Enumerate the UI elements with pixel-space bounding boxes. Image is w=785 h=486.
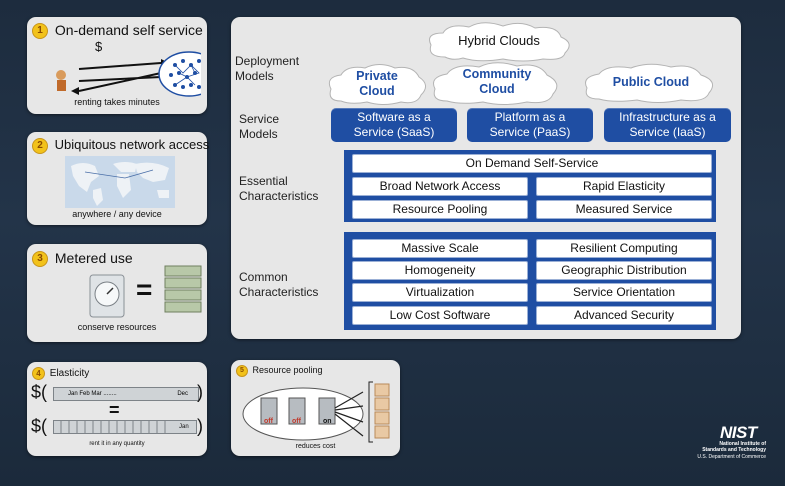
server-label-on: on — [323, 418, 332, 425]
common-cell: Virtualization — [352, 283, 528, 302]
panel-title: Ubiquitous network access — [54, 137, 210, 152]
dollar-paren-bottom: $( — [31, 416, 48, 436]
community-cloud-label: Community Cloud — [462, 67, 532, 96]
number-badge: 2 — [32, 137, 48, 154]
common-cell: Geographic Distribution — [536, 261, 712, 280]
number-badge: 4 — [32, 367, 45, 380]
common-cell: Advanced Security — [536, 306, 712, 325]
cloud-model-panel: Deployment Models Service Models Essenti… — [231, 17, 741, 339]
nist-logo: NIST — [720, 423, 757, 442]
number-badge: 1 — [32, 23, 48, 40]
common-cell: Resilient Computing — [536, 239, 712, 258]
pooling-caption: reduces cost — [295, 443, 336, 450]
nist-name-line-1: National Institute of — [719, 441, 766, 447]
service-models-label: Service Models — [239, 112, 280, 141]
network-caption: anywhere / any device — [72, 209, 162, 219]
on-demand-title-row: 1 On-demand self service — [32, 22, 203, 40]
single-server-bar: Jan Feb Mar ........ Dec — [53, 387, 199, 401]
many-servers-bar — [53, 420, 197, 434]
resource-pooling-panel: 5 Resource pooling off off on reduces co… — [231, 360, 400, 456]
common-cell: Massive Scale — [352, 239, 528, 258]
elasticity-title-row: 4 Elasticity — [32, 367, 89, 380]
on-demand-caption: renting takes minutes — [74, 97, 160, 107]
panel-title: Metered use — [54, 250, 133, 266]
community-cloud-shape — [433, 62, 558, 105]
jan-label: Jan — [179, 424, 189, 430]
common-cell: Low Cost Software — [352, 306, 528, 325]
dollar-paren-top: $( — [31, 382, 48, 402]
metered-caption: conserve resources — [77, 322, 157, 332]
equals-sign: = — [136, 274, 153, 305]
public-cloud-label: Public Cloud — [612, 75, 690, 89]
hybrid-cloud-shape — [429, 22, 570, 62]
deployment-models-label: Deployment Models — [235, 54, 300, 83]
person-body — [57, 80, 66, 91]
server-label-off-1: off — [264, 418, 273, 425]
elasticity-caption: rent it in any quantity — [89, 441, 145, 447]
network-title-row: 2 Ubiquitous network access — [32, 137, 209, 154]
panel-title: Resource pooling — [252, 365, 323, 376]
nist-department-line: U.S. Department of Commerce — [697, 454, 766, 460]
pooling-title-row: 5 Resource pooling — [236, 365, 323, 377]
essential-cell: Resource Pooling — [352, 200, 528, 219]
number-badge: 3 — [32, 251, 48, 268]
metered-title-row: 3 Metered use — [32, 250, 133, 268]
common-characteristics-label: Common Characteristics — [239, 270, 319, 299]
paren-close-bottom: ) — [197, 416, 203, 436]
paas-box: Platform as a Service (PaaS) — [467, 108, 593, 142]
months-label: Jan Feb Mar ........ — [68, 391, 117, 397]
essential-cell: Rapid Elasticity — [536, 177, 712, 196]
person-icon — [56, 70, 66, 80]
elasticity-panel: 4 Elasticity $( Jan Feb Mar ........ Dec… — [27, 362, 207, 456]
essential-cell: Broad Network Access — [352, 177, 528, 196]
network-access-panel: 2 Ubiquitous network access anywhere / a… — [27, 132, 209, 225]
equals-sign: = — [109, 400, 120, 420]
hybrid-clouds-label: Hybrid Clouds — [458, 33, 540, 48]
panel-title: On-demand self service — [54, 22, 203, 38]
request-arrows — [78, 62, 162, 92]
world-map-icon — [65, 156, 175, 208]
utility-meter-icon — [89, 274, 125, 318]
money-bills-icon — [164, 265, 202, 313]
dollar-sign: $ — [31, 382, 42, 402]
private-cloud-label: Private Cloud — [356, 69, 398, 98]
paren-close-top: ) — [197, 382, 203, 402]
private-cloud-shape — [328, 64, 426, 105]
common-cell: Homogeneity — [352, 261, 528, 280]
nist-name-line-2: Standards and Technology — [702, 447, 766, 453]
panel-title: Elasticity — [49, 368, 90, 380]
common-cell: Service Orientation — [536, 283, 712, 302]
saas-box: Software as a Service (SaaS) — [331, 108, 457, 142]
server-label-off-2: off — [292, 418, 301, 425]
user-to-cloud-network-illustration — [56, 51, 201, 97]
dollar-sign: $ — [95, 39, 103, 54]
pooled-servers-illustration — [242, 381, 390, 443]
dec-label: Dec — [177, 391, 188, 397]
essential-full-row: On Demand Self-Service — [352, 154, 712, 173]
dollar-sign: $ — [31, 416, 42, 436]
public-cloud-shape — [585, 63, 714, 103]
iaas-box: Infrastructure as a Service (IaaS) — [604, 108, 731, 142]
essential-characteristics-label: Essential Characteristics — [239, 174, 319, 203]
on-demand-panel: 1 On-demand self service $ renting takes… — [27, 17, 207, 114]
metered-use-panel: 3 Metered use = conserve resources — [27, 244, 207, 342]
essential-cell: Measured Service — [536, 200, 712, 219]
